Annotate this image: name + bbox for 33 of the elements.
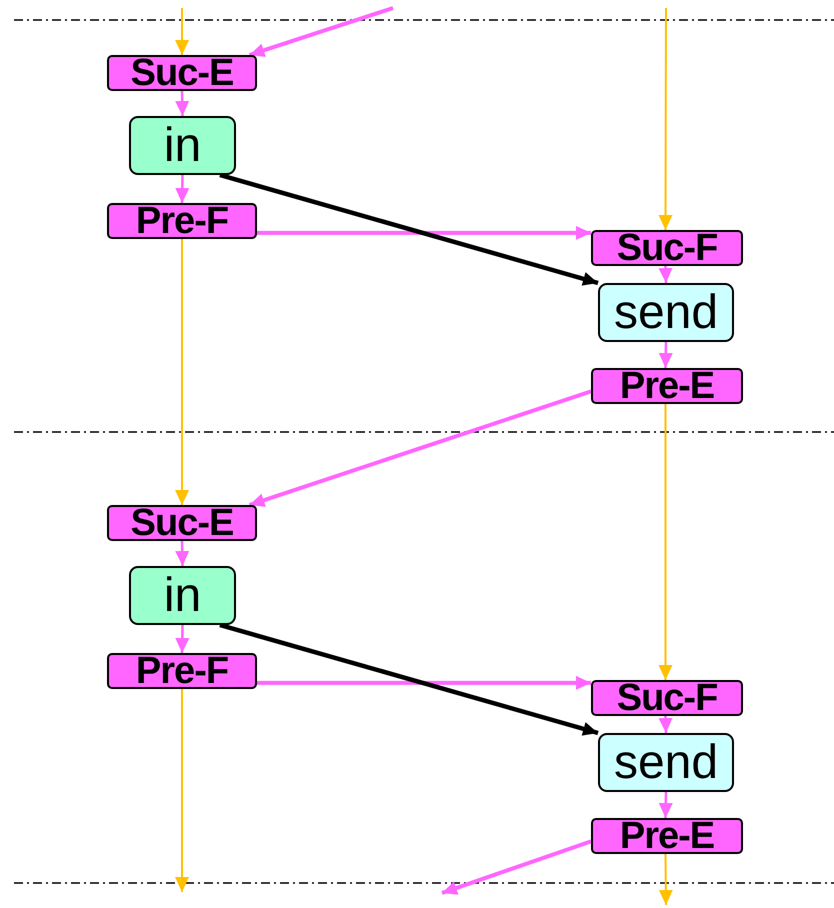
event-tag: Pre-F — [107, 203, 257, 239]
arrow — [175, 174, 190, 204]
arrow — [658, 792, 673, 818]
arrow — [219, 172, 599, 286]
arrow — [175, 239, 189, 505]
arrow — [248, 6, 394, 57]
activity-box: send — [598, 733, 734, 792]
activity-box: in — [129, 566, 236, 625]
arrow — [441, 840, 592, 895]
arrow — [175, 8, 189, 55]
arrow — [658, 854, 673, 906]
arrow — [658, 342, 673, 368]
arrow — [658, 266, 673, 284]
arrow — [658, 404, 672, 680]
arrow — [248, 390, 592, 507]
activity-box: in — [129, 116, 236, 175]
arrow — [257, 226, 591, 240]
arrow — [175, 689, 189, 892]
event-tag: Suc-F — [591, 230, 743, 266]
event-tag: Suc-F — [591, 680, 743, 716]
event-tag: Suc-E — [107, 505, 257, 541]
arrow — [175, 90, 190, 116]
arrow — [658, 8, 673, 230]
activity-box: send — [598, 283, 734, 342]
arrow — [219, 622, 599, 736]
event-tag: Pre-E — [591, 368, 743, 404]
arrow — [658, 716, 673, 734]
arrow — [175, 540, 190, 566]
event-tag: Pre-F — [107, 653, 257, 689]
arrow — [257, 676, 591, 690]
event-tag: Suc-E — [107, 55, 257, 91]
arrow — [175, 624, 190, 654]
event-tag: Pre-E — [591, 818, 743, 854]
